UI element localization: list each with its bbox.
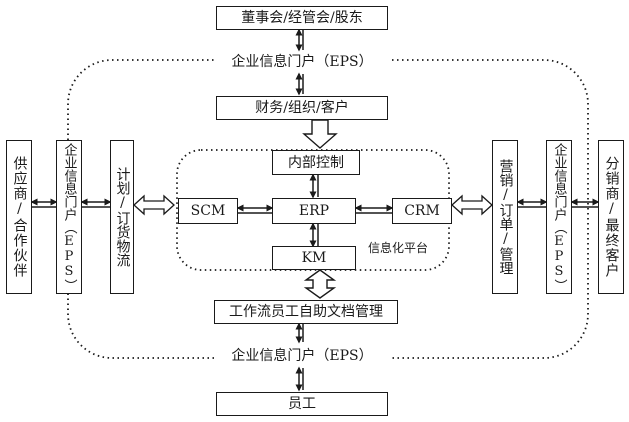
portal-top-label: 企业信息门户（EPS） [214, 52, 390, 72]
distributor-customer-label: 分销商/最终客户 [603, 156, 620, 278]
sales-order-label: 营销/订单/管理 [497, 159, 514, 275]
supplier-partner-box: 供应商/合作伙伴 [6, 140, 32, 294]
board-box: 董事会/经管会/股东 [216, 6, 388, 30]
plan-logistics-box: 计划/订货物流 [110, 140, 134, 294]
plan-logistics-label: 计划/订货物流 [114, 167, 131, 267]
arrow-km-workflow [303, 269, 337, 299]
workflow-box: 工作流员工自助文档管理 [214, 300, 398, 324]
finance-box: 财务/组织/客户 [216, 96, 388, 120]
scm-box: SCM [178, 198, 238, 224]
arrow-finance-control [302, 119, 338, 149]
internal-control-box: 内部控制 [272, 150, 360, 175]
left-portal-box: 企业信息门户（EPS） [56, 140, 82, 294]
crm-box: CRM [392, 198, 452, 224]
right-portal-label: 企业信息门户（EPS） [551, 142, 567, 292]
sales-order-box: 营销/订单/管理 [492, 140, 518, 294]
supplier-partner-label: 供应商/合作伙伴 [11, 156, 28, 278]
right-portal-box: 企业信息门户（EPS） [546, 140, 572, 294]
km-box: KM [272, 246, 356, 270]
employee-box: 员工 [216, 392, 388, 416]
arrow-plan-scm [133, 194, 175, 216]
platform-label: 信息化平台 [368, 241, 429, 255]
erp-box: ERP [272, 198, 356, 224]
arrow-crm-sales [451, 194, 493, 216]
portal-bottom-label: 企业信息门户（EPS） [214, 346, 390, 366]
distributor-customer-box: 分销商/最终客户 [598, 140, 624, 294]
left-portal-label: 企业信息门户（EPS） [61, 142, 77, 292]
